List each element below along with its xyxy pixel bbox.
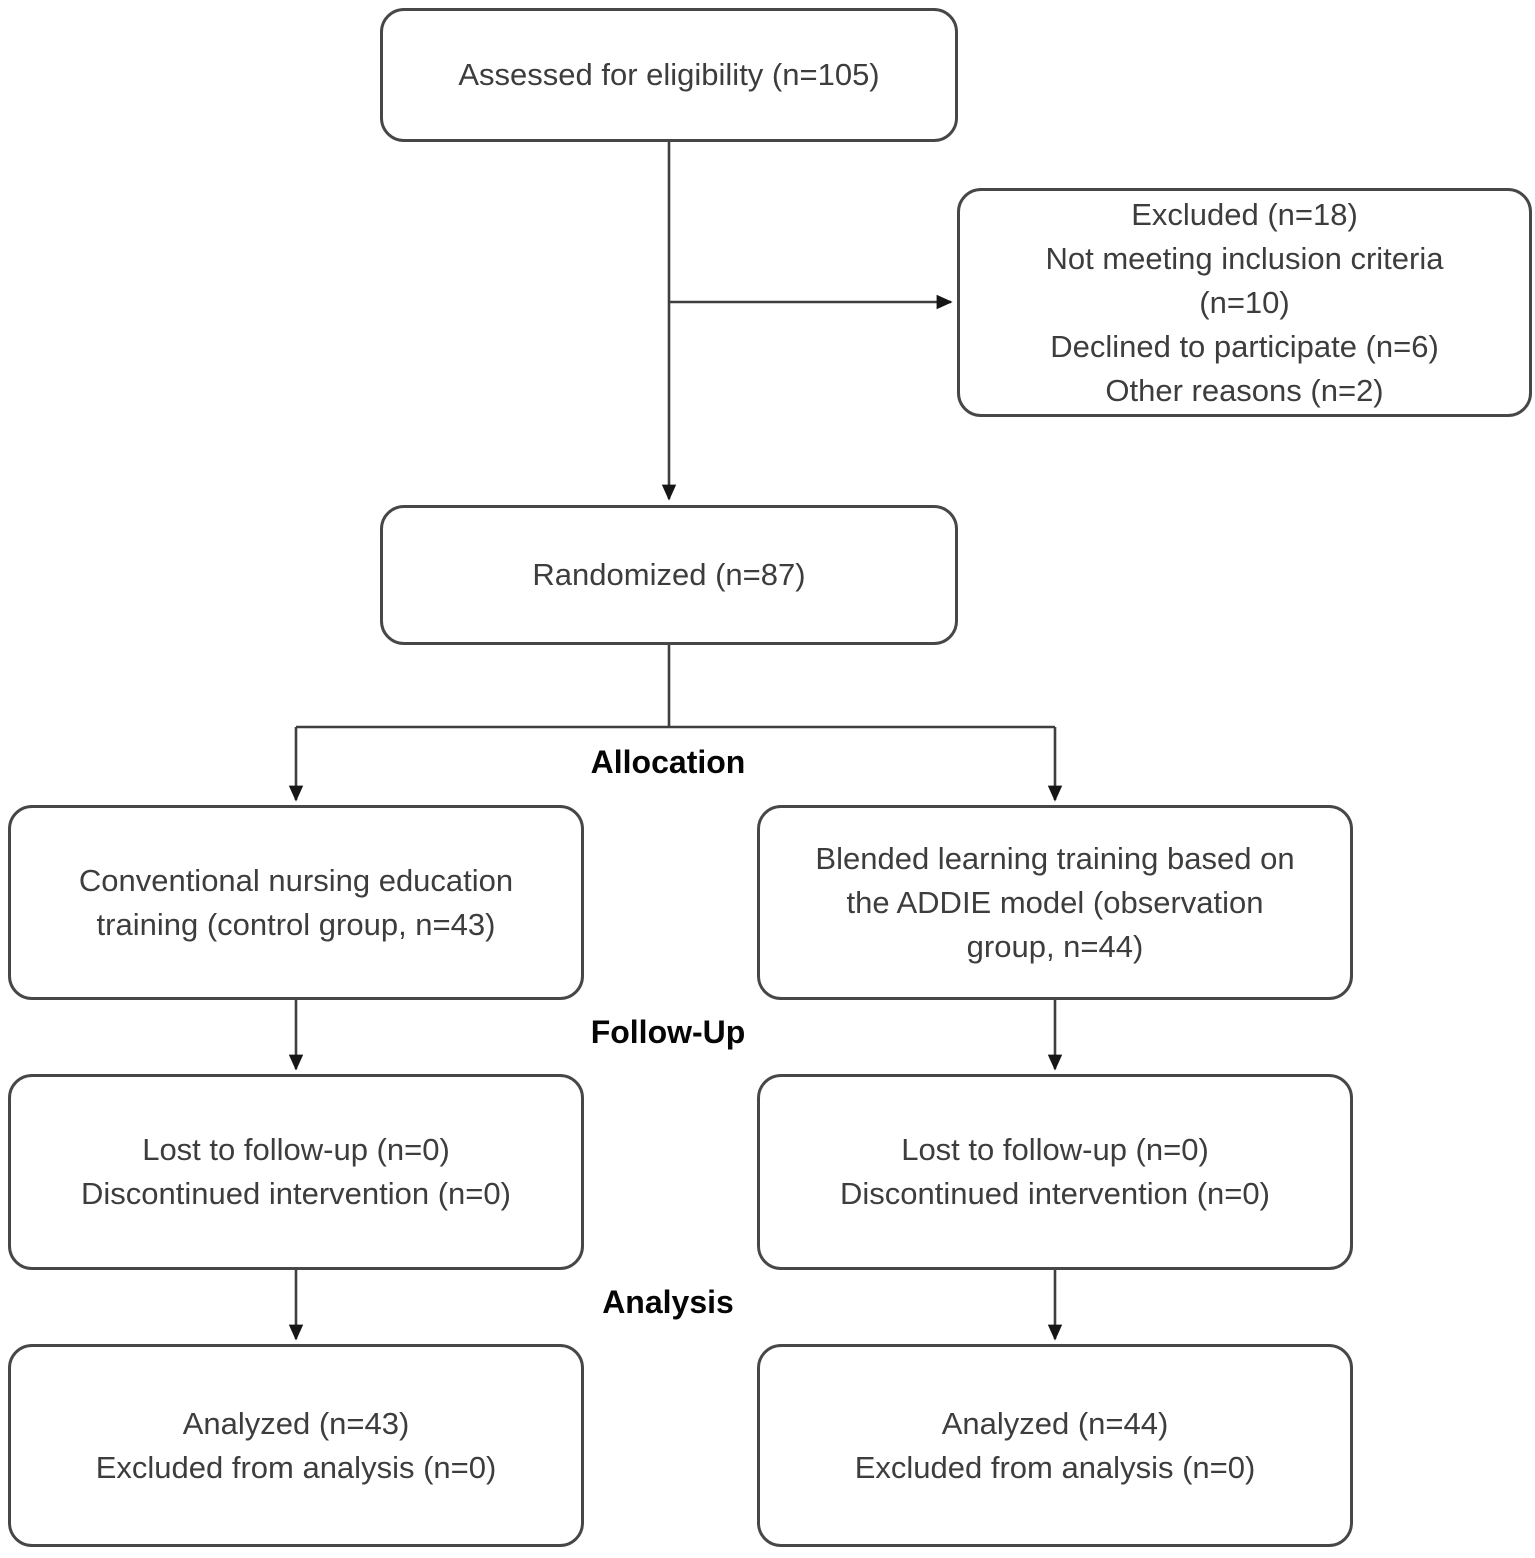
box-text-line: Analyzed (n=43) xyxy=(182,1405,410,1441)
box-text-line: Excluded from analysis (n=0) xyxy=(854,1449,1256,1485)
box-observation-group-analysis: Analyzed (n=44) Excluded from analysis (… xyxy=(757,1344,1353,1547)
box-text-line: Other reasons (n=2) xyxy=(1105,372,1384,408)
box-text-line: Blended learning training based on xyxy=(815,840,1295,876)
section-label-follow-up: Follow-Up xyxy=(590,1014,746,1050)
box-text-line: Declined to participate (n=6) xyxy=(1050,328,1439,364)
box-text-line: Discontinued intervention (n=0) xyxy=(840,1176,1270,1211)
section-label-allocation: Allocation xyxy=(590,744,746,780)
box-text-line: (n=10) xyxy=(1199,284,1290,320)
box-text-line: Randomized (n=87) xyxy=(532,557,806,592)
box-excluded: Excluded (n=18) Not meeting inclusion cr… xyxy=(957,188,1532,417)
box-text-line: Lost to follow-up (n=0) xyxy=(142,1132,450,1167)
box-control-group-allocation: Conventional nursing education training … xyxy=(8,805,584,1000)
box-assessed-for-eligibility: Assessed for eligibility (n=105) xyxy=(380,8,958,142)
box-text-line: Excluded (n=18) xyxy=(1131,196,1358,232)
box-text-line: Lost to follow-up (n=0) xyxy=(901,1132,1209,1167)
branch-randomized-split xyxy=(296,645,1055,729)
box-text-line: Not meeting inclusion criteria xyxy=(1045,240,1444,276)
box-text-line: Conventional nursing education xyxy=(78,862,514,898)
box-observation-group-allocation: Blended learning training based on the A… xyxy=(757,805,1353,1000)
box-control-group-analysis: Analyzed (n=43) Excluded from analysis (… xyxy=(8,1344,584,1547)
box-text-line: Assessed for eligibility (n=105) xyxy=(458,57,880,92)
box-text-line: Excluded from analysis (n=0) xyxy=(95,1449,497,1485)
section-label-analysis: Analysis xyxy=(602,1284,734,1320)
box-control-group-followup: Lost to follow-up (n=0) Discontinued int… xyxy=(8,1074,584,1270)
box-text-line: the ADDIE model (observation xyxy=(846,884,1264,920)
box-text-line: group, n=44) xyxy=(966,928,1144,964)
box-text-line: Analyzed (n=44) xyxy=(941,1405,1169,1441)
box-text-line: Discontinued intervention (n=0) xyxy=(81,1176,511,1211)
box-observation-group-followup: Lost to follow-up (n=0) Discontinued int… xyxy=(757,1074,1353,1270)
box-randomized: Randomized (n=87) xyxy=(380,505,958,645)
box-text-line: training (control group, n=43) xyxy=(96,906,496,942)
